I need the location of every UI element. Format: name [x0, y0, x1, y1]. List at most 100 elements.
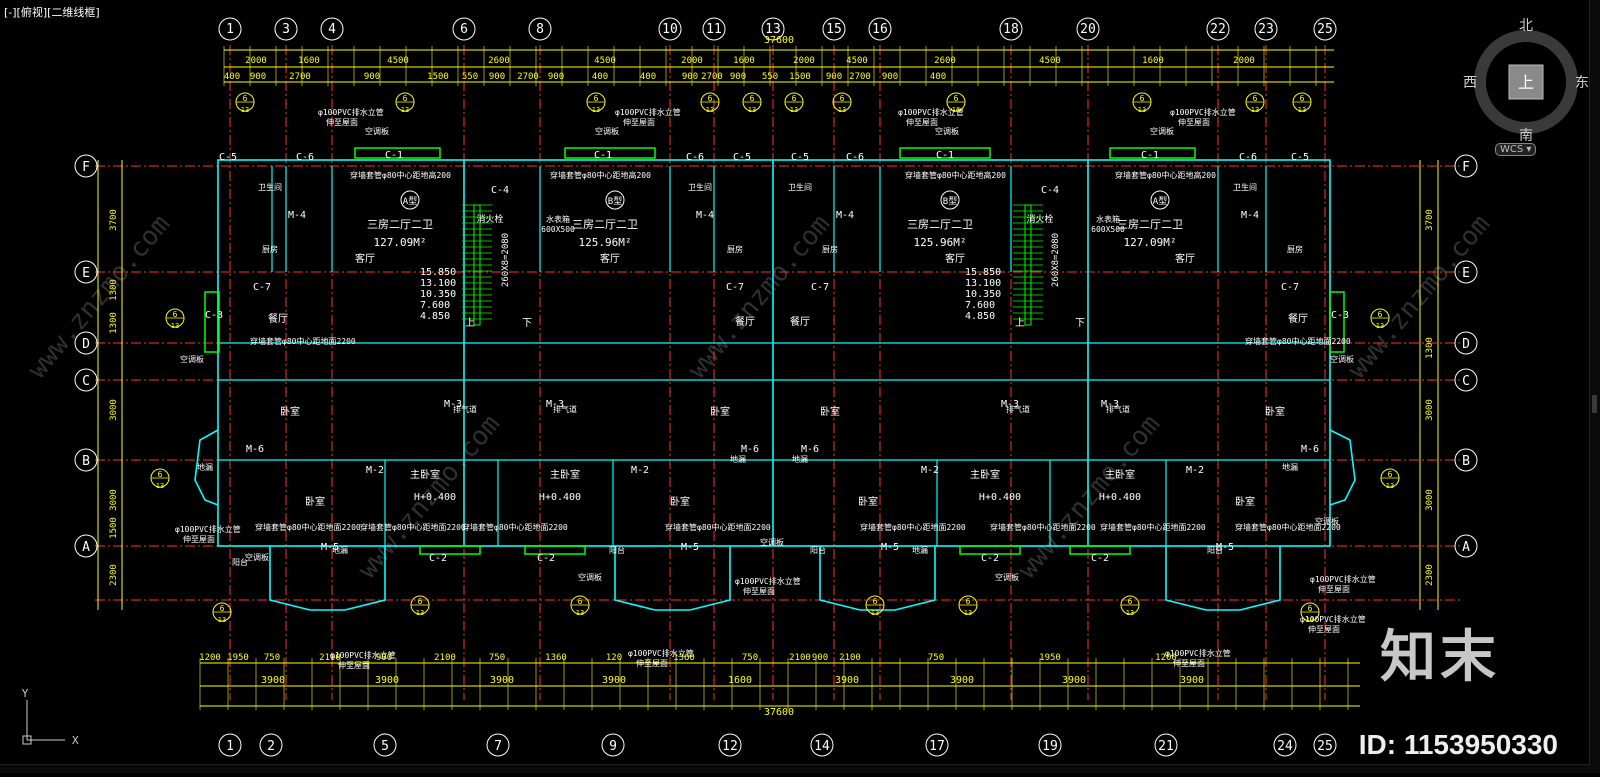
axis-number: 21: [1158, 739, 1174, 754]
exhaust-label: 排气道: [1006, 404, 1030, 414]
dim-text: 1600: [1142, 56, 1164, 66]
compass-ring[interactable]: [1474, 30, 1578, 134]
dim-text: 400: [930, 72, 946, 82]
unit-type: B型: [608, 196, 622, 207]
bay-window-right: [1329, 429, 1356, 506]
dim-text: 3000: [109, 399, 119, 421]
viewcube-face[interactable]: [1508, 64, 1544, 100]
section-marker-num: 6: [750, 94, 755, 103]
dim-text: 3000: [109, 489, 119, 511]
dim-text: 1200: [199, 653, 221, 663]
viewcube-compass[interactable]: 上 北 南 西 东: [1460, 16, 1592, 148]
horizontal-scrollbar[interactable]: [0, 764, 1590, 773]
compass-east[interactable]: 东: [1575, 75, 1589, 91]
floor-level: 13.100: [420, 278, 456, 289]
room-label: 餐厅: [1288, 312, 1308, 325]
section-marker-sheet: 13: [748, 106, 756, 114]
opening-tag: C-5: [1291, 152, 1309, 163]
section-marker-sheet: 13: [156, 482, 164, 490]
room-label: 厨房: [1287, 244, 1303, 254]
opening-tag: M-4: [696, 210, 714, 221]
compass-north[interactable]: 北: [1519, 18, 1533, 34]
axis-number: 22: [1210, 22, 1226, 37]
dim-text: 3000: [1425, 399, 1435, 421]
viewcube-top-label[interactable]: 上: [1518, 73, 1534, 92]
scrollbar-thumb[interactable]: [1592, 395, 1597, 413]
ac-board-label: 空调板: [180, 354, 204, 364]
dim-text: 1950: [1039, 653, 1061, 663]
wcs-menu[interactable]: WCS ▾: [1495, 143, 1537, 156]
section-marker-num: 6: [1308, 604, 1313, 613]
opening-tag: M-4: [288, 210, 306, 221]
opening-tag: M-5: [1216, 542, 1234, 553]
axis-bubble: [810, 733, 834, 757]
dim-text: 900: [489, 72, 505, 82]
opening-tag: C-7: [811, 282, 829, 293]
dim-text: 3900: [375, 675, 399, 686]
unit-type-circle: [400, 190, 420, 210]
room-label: 地漏: [792, 454, 808, 464]
drain-pipe-sub: 伸至屋面: [623, 117, 655, 127]
axis-letter: F: [1462, 160, 1470, 175]
opening-tag: C-1: [385, 150, 403, 161]
dim-text: 400: [592, 72, 608, 82]
viewport-controls-label[interactable]: [-][俯视][二维线框]: [4, 6, 100, 19]
water-meter-dim: 600X500: [541, 225, 575, 234]
drain-pipe-sub: 伸至屋面: [1308, 624, 1340, 634]
stair-direction: 下: [1075, 318, 1085, 329]
fire-hydrant-label: 消火栓: [1026, 213, 1053, 225]
section-marker-num: 6: [873, 597, 878, 606]
watermark-site-text: www.znzmo.com: [682, 209, 836, 384]
axis-letter: A: [82, 540, 90, 555]
opening-tag: C-3: [205, 310, 223, 321]
axis-number: 20: [1080, 22, 1096, 37]
dim-text: 1500: [427, 72, 449, 82]
compass-south[interactable]: 南: [1519, 128, 1533, 144]
dim-text: 1600: [298, 56, 320, 66]
dim-text: 900: [364, 72, 380, 82]
room-label: 客厅: [355, 252, 375, 265]
room-label: 卧室: [820, 405, 840, 418]
axis-bubble: [868, 17, 892, 41]
compass-west[interactable]: 西: [1463, 75, 1477, 91]
axis-bubble: [1454, 448, 1478, 472]
dim-text: 750: [489, 653, 505, 663]
axis-bubble: [1454, 154, 1478, 178]
axis-bubble: [1273, 733, 1297, 757]
dim-text: 1360: [545, 653, 567, 663]
axis-letter: F: [82, 160, 90, 175]
axis-number: 18: [1003, 22, 1019, 37]
room-label: 餐厅: [790, 315, 810, 328]
room-label: 主卧室: [1105, 468, 1135, 481]
axis-number: 2: [267, 739, 275, 754]
pipe-sleeve-note: 穿墙套管φ80中心距地高200: [350, 170, 451, 180]
dim-text: 4500: [594, 56, 616, 66]
room-label: 地漏: [912, 545, 928, 555]
stair-direction: 下: [522, 318, 532, 329]
unit-area: 125.96M²: [914, 236, 967, 249]
water-meter-label: 水表箱: [1096, 214, 1120, 224]
floor-elevation: H+0.400: [979, 492, 1021, 503]
dim-text: 2700: [701, 72, 723, 82]
dim-text: 3900: [261, 675, 285, 686]
wcs-label[interactable]: WCS: [1500, 144, 1524, 155]
dim-text: 900: [826, 72, 842, 82]
vertical-scrollbar[interactable]: [1589, 0, 1600, 773]
room-label: 阳台: [609, 545, 625, 555]
dim-text: 750: [928, 653, 944, 663]
section-marker-sheet: 13: [1126, 609, 1134, 617]
axis-number: 1: [226, 22, 234, 37]
axis-letter: C: [82, 374, 90, 389]
watermark-logo: 知末: [1380, 625, 1500, 690]
drain-pipe-note: φ100PVC排水立管: [628, 648, 694, 658]
section-marker-sheet: 13: [1306, 616, 1314, 624]
axis-number: 7: [494, 739, 502, 754]
exhaust-label: 排气道: [1106, 404, 1130, 414]
room-label: 卧室: [710, 405, 730, 418]
dim-text: 2100: [434, 653, 456, 663]
drain-pipe-sub: 伸至屋面: [906, 117, 938, 127]
drain-pipe-note: φ100PVC排水立管: [1310, 574, 1376, 584]
section-marker-num: 6: [594, 94, 599, 103]
